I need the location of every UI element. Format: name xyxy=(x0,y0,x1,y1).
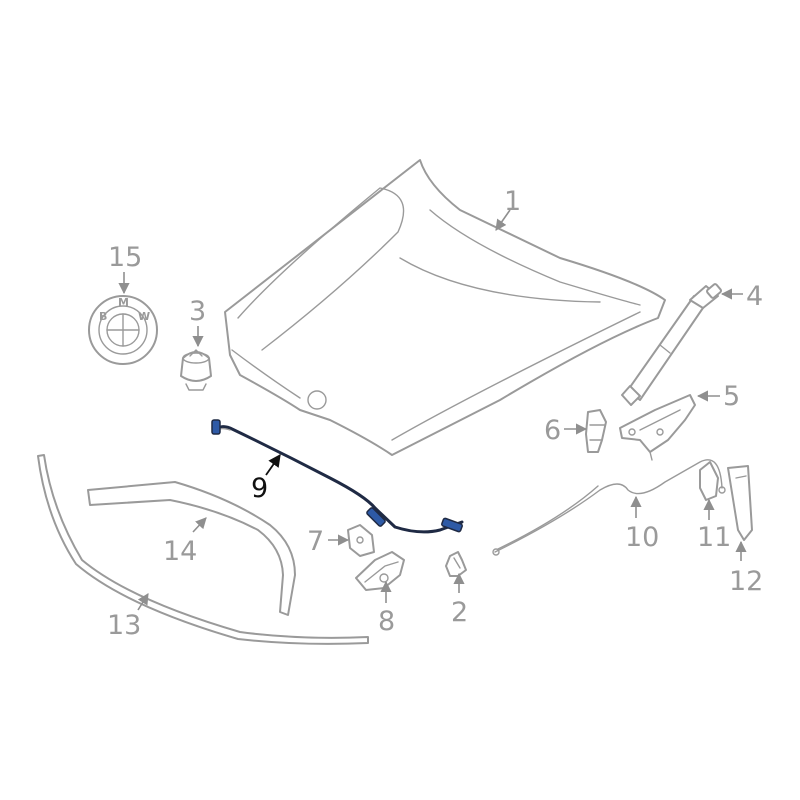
callout-5: 5 xyxy=(696,381,740,412)
part-label-12: 12 xyxy=(729,566,763,597)
fastening-clip xyxy=(445,551,467,577)
part-label-4: 4 xyxy=(746,281,763,312)
part-label-11: 11 xyxy=(697,522,731,553)
part-label-8: 8 xyxy=(378,606,395,637)
callout-6: 6 xyxy=(544,415,588,446)
part-label-2: 2 xyxy=(451,597,468,628)
emblem-letter-b: B xyxy=(99,310,107,323)
hood-hinge xyxy=(619,394,696,461)
hood-seal-highlighted xyxy=(211,419,464,534)
callout-12: 12 xyxy=(729,540,763,597)
hood-panel xyxy=(224,159,666,456)
part-label-7: 7 xyxy=(307,526,324,557)
long-side-seal xyxy=(37,454,369,645)
hood-gas-strut xyxy=(621,283,722,406)
callout-7: 7 xyxy=(307,526,350,557)
bmw-emblem-icon: B M W xyxy=(88,295,158,365)
part-label-15: 15 xyxy=(108,242,142,273)
callout-15: 15 xyxy=(108,242,142,295)
callout-10: 10 xyxy=(625,495,659,553)
bowden-cable xyxy=(492,459,726,556)
callout-2: 2 xyxy=(451,572,468,628)
callout-11: 11 xyxy=(697,498,731,553)
part-label-5: 5 xyxy=(723,381,740,412)
callout-13: 13 xyxy=(107,593,149,641)
part-label-10: 10 xyxy=(625,522,659,553)
hinge-bracket xyxy=(585,409,607,453)
front-hood-seal xyxy=(87,481,296,616)
emblem-letter-w: W xyxy=(138,310,150,323)
callout-8: 8 xyxy=(378,580,395,637)
part-label-14: 14 xyxy=(163,536,197,567)
part-label-9: 9 xyxy=(251,473,268,504)
callout-3: 3 xyxy=(189,296,206,348)
release-handle xyxy=(699,461,719,501)
callout-14: 14 xyxy=(163,517,207,567)
part-label-3: 3 xyxy=(189,296,206,327)
part-label-1: 1 xyxy=(504,186,521,217)
hood-lock xyxy=(355,551,405,591)
part-label-13: 13 xyxy=(107,610,141,641)
lever-cover xyxy=(727,465,753,541)
latch-bracket xyxy=(347,524,375,557)
part-label-6: 6 xyxy=(544,415,561,446)
emblem-letter-m: M xyxy=(118,296,129,309)
callout-9: 9 xyxy=(251,453,281,504)
callout-1: 1 xyxy=(495,186,521,231)
hood-buffer xyxy=(180,349,212,391)
callout-4: 4 xyxy=(720,281,763,312)
